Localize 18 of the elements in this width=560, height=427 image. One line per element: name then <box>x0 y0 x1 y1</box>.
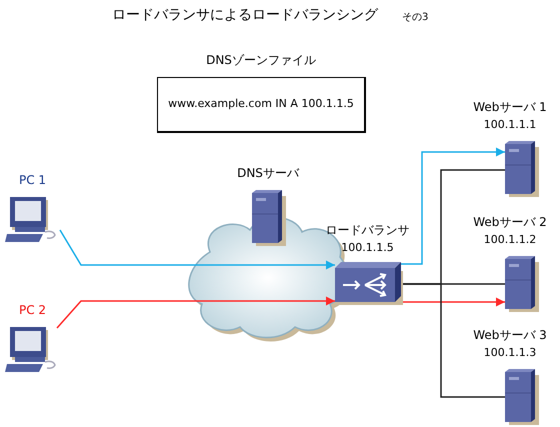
diagram-title: ロードバランサによるロードバランシング <box>112 6 378 24</box>
ip-address: 100.1.1.5 <box>340 240 395 256</box>
node-label: ロードバランサ <box>324 222 410 238</box>
arrow <box>59 230 335 270</box>
node-label: Webサーバ 2 <box>472 214 548 230</box>
node-label: Webサーバ 3 <box>472 327 548 343</box>
dns-record: www.example.com IN A 100.1.1.5 <box>167 96 355 112</box>
arrow <box>400 148 505 265</box>
subtitle: その3 <box>402 11 428 24</box>
ip-address: 100.1.1.3 <box>482 345 538 361</box>
node-label: PC 1 <box>18 172 48 188</box>
zone-file-heading: DNSゾーンファイル <box>205 52 317 68</box>
node-label: DNSサーバ <box>236 165 300 181</box>
arrow <box>56 296 335 328</box>
node-label: PC 2 <box>18 302 48 318</box>
ip-address: 100.1.1.2 <box>482 232 538 248</box>
node-label: Webサーバ 1 <box>472 99 548 115</box>
ip-address: 100.1.1.1 <box>482 117 538 133</box>
